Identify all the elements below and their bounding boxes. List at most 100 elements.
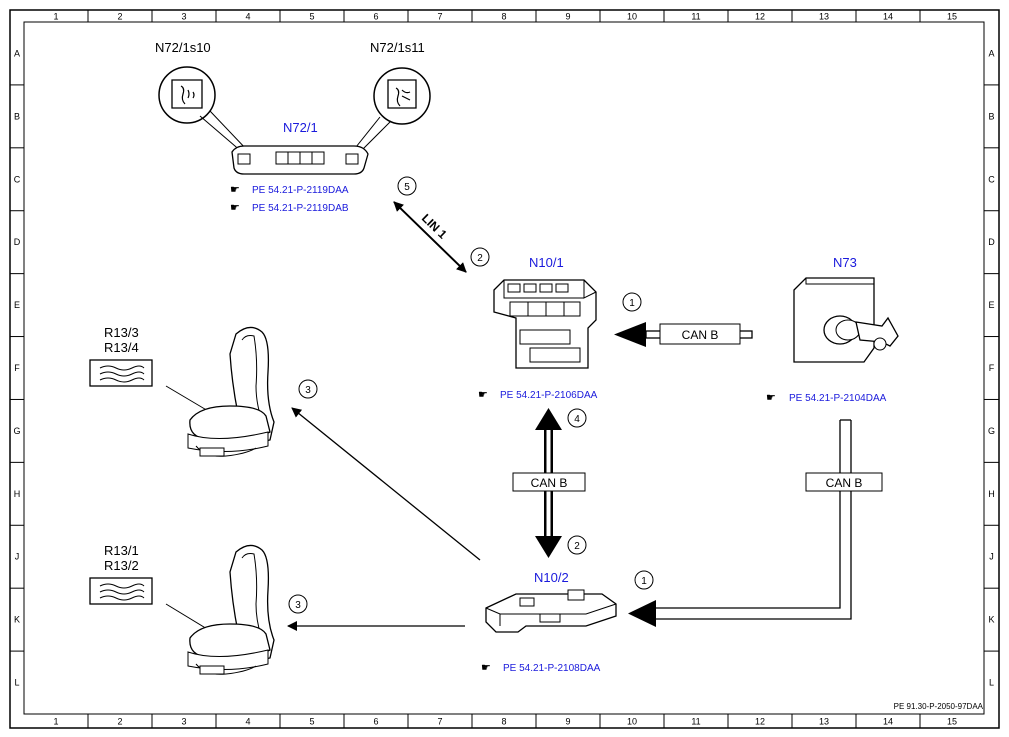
svg-text:2: 2: [574, 541, 580, 552]
grid-column-label: 4: [245, 717, 250, 727]
svg-text:PE 54.21-P-2106DAA[interactable]: PE 54.21-P-2106DAA: [500, 390, 598, 401]
grid-column-label: 14: [883, 12, 893, 22]
can-b-label-vertical: CAN B: [531, 476, 568, 490]
grid-column-label: 2: [117, 12, 122, 22]
grid-column-label: 15: [947, 717, 957, 727]
step-marker: 4: [567, 408, 587, 428]
grid-row-label: L: [989, 678, 994, 688]
heating-element-icon: [89, 359, 153, 387]
n10-2-rear-sam-module: [485, 589, 617, 633]
switch-left-magnifier: [158, 66, 216, 124]
n10-2-ref[interactable]: ☛ PE 54.21-P-2108DAA: [481, 662, 601, 674]
svg-text:PE 54.21-P-2119DAA[interactable]: PE 54.21-P-2119DAA: [252, 185, 349, 196]
n72-1-label: N72/1: [283, 120, 318, 135]
grid-column-label: 8: [501, 717, 506, 727]
n73-ignition-switch: [793, 277, 899, 363]
grid-column-label: 9: [565, 717, 570, 727]
n72-1-switch-left-label: N72/1s10: [155, 40, 211, 55]
grid-column-label: 3: [181, 717, 186, 727]
grid-row-label: F: [14, 363, 20, 373]
grid-row-label: B: [14, 111, 20, 121]
grid-column-label: 14: [883, 717, 893, 727]
grid-column-label: 5: [309, 12, 314, 22]
grid-row-label: A: [988, 48, 994, 58]
pointing-hand-icon: ☛: [230, 184, 240, 196]
grid-row-label: A: [14, 48, 20, 58]
svg-text:PE 54.21-P-2104DAA[interactable]: PE 54.21-P-2104DAA: [789, 393, 887, 404]
svg-text:PE 54.21-P-2119DAB[interactable]: PE 54.21-P-2119DAB: [252, 203, 349, 214]
grid-row-label: D: [988, 237, 995, 247]
grid-column-label: 1: [53, 717, 58, 727]
document-id: PE 91.30-P-2050-97DAA: [894, 702, 984, 711]
pointing-hand-icon: ☛: [481, 662, 491, 674]
n72-1-ref-2[interactable]: ☛ PE 54.21-P-2119DAB: [230, 202, 349, 214]
grid-column-label: 13: [819, 12, 829, 22]
n72-1-ref-1[interactable]: ☛ PE 54.21-P-2119DAA: [230, 184, 349, 196]
drawing-frame: [9, 9, 1000, 729]
svg-text:3: 3: [305, 385, 311, 396]
grid-column-label: 3: [181, 12, 186, 22]
step-marker: 2: [470, 247, 490, 267]
n10-2-label: N10/2: [534, 570, 569, 585]
upper-seat-label-a: R13/3: [104, 325, 139, 340]
grid-row-label: E: [14, 300, 20, 310]
grid-row-label: K: [14, 615, 20, 625]
grid-row-label: F: [989, 363, 995, 373]
step-marker: 1: [622, 292, 642, 312]
grid-row-label: H: [14, 489, 21, 499]
step-marker: 3: [298, 379, 318, 399]
step-marker: 2: [567, 535, 587, 555]
arrow-n10-2-to-upper-seat: [291, 407, 481, 561]
grid-row-label: G: [13, 426, 20, 436]
grid-column-label: 11: [691, 717, 700, 727]
svg-text:2: 2: [477, 253, 483, 264]
step-marker: 3: [288, 594, 308, 614]
heating-element-icon: [89, 577, 153, 605]
grid-row-label: D: [14, 237, 21, 247]
svg-text:5: 5: [404, 182, 410, 193]
n72-1-switch-right-label: N72/1s11: [370, 40, 425, 55]
svg-text:1: 1: [629, 298, 635, 309]
grid-column-label: 13: [819, 717, 829, 727]
grid-row-labels-left: A B C D E F G H J K L: [10, 48, 24, 688]
seat-heater-icon: [171, 79, 203, 109]
grid-row-label: J: [15, 552, 20, 562]
grid-row-label: C: [14, 174, 21, 184]
key-icon: [873, 337, 887, 351]
n73-label: N73: [833, 255, 857, 270]
seat-ventilation-icon: [387, 79, 417, 109]
svg-text:PE 54.21-P-2108DAA[interactable]: PE 54.21-P-2108DAA: [503, 663, 601, 674]
lower-seat-label-b: R13/2: [104, 558, 139, 573]
grid-column-label: 2: [117, 717, 122, 727]
svg-text:4: 4: [574, 414, 580, 425]
grid-row-label: J: [989, 552, 994, 562]
pointing-hand-icon: ☛: [766, 392, 776, 404]
grid-column-label: 12: [755, 12, 765, 22]
n73-ref[interactable]: ☛ PE 54.21-P-2104DAA: [766, 392, 887, 404]
grid-column-label: 4: [245, 12, 250, 22]
grid-column-label: 8: [501, 12, 506, 22]
grid-row-label: E: [988, 300, 994, 310]
can-b-label-right: CAN B: [826, 476, 863, 490]
grid-column-label: 6: [373, 12, 378, 22]
upper-seat-label-b: R13/4: [104, 340, 139, 355]
pointing-hand-icon: ☛: [478, 389, 488, 401]
n10-1-ref[interactable]: ☛ PE 54.21-P-2106DAA: [478, 389, 598, 401]
grid-column-label: 15: [947, 12, 957, 22]
lower-seat-label-a: R13/1: [104, 543, 139, 558]
grid-row-label: B: [988, 111, 994, 121]
grid-column-label: 7: [437, 717, 442, 727]
step-marker: 5: [397, 176, 417, 196]
grid-row-label: C: [988, 174, 995, 184]
grid-row-label: L: [14, 678, 19, 688]
grid-column-label: 11: [691, 12, 700, 22]
grid-column-label: 5: [309, 717, 314, 727]
grid-column-label: 1: [53, 12, 58, 22]
lower-seat: [187, 544, 275, 675]
n10-1-sam-module: [493, 279, 597, 369]
grid-column-label: 12: [755, 717, 765, 727]
can-b-label-top: CAN B: [682, 328, 719, 342]
